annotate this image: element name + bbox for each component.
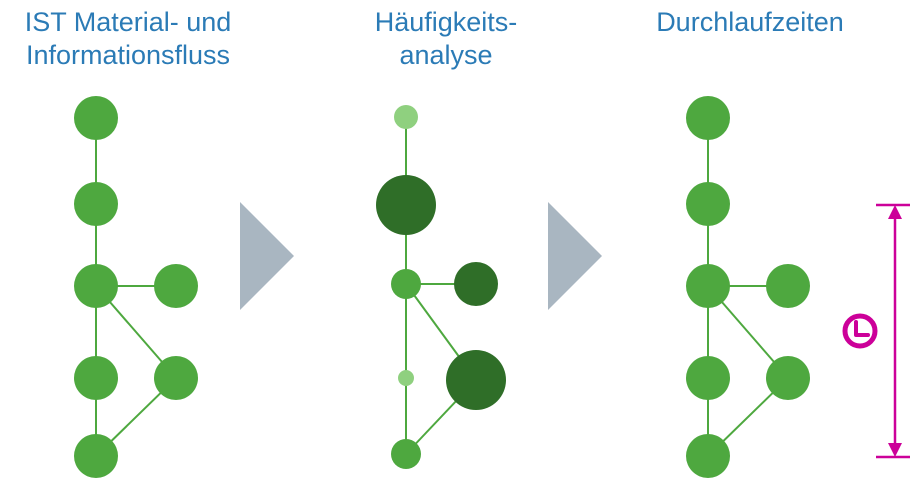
arrowhead-down-icon (888, 443, 902, 457)
process-node (391, 269, 421, 299)
process-node (766, 356, 810, 400)
process-node (154, 264, 198, 308)
process-node (391, 439, 421, 469)
panel-title-lead-times: Durchlaufzeiten (630, 6, 870, 39)
panel-title-lead-times-line1: Durchlaufzeiten (656, 7, 844, 37)
process-node (766, 264, 810, 308)
process-node-high-frequency (376, 175, 436, 235)
process-node-high-frequency (454, 262, 498, 306)
process-node (74, 96, 118, 140)
arrowhead-up-icon (888, 205, 902, 219)
process-node-low-frequency (398, 370, 414, 386)
panel-lead-times-graph (686, 96, 810, 478)
panel-title-frequency-analysis-line1: Häufigkeits- (374, 7, 518, 37)
process-node (686, 96, 730, 140)
process-node (154, 356, 198, 400)
process-node (74, 434, 118, 478)
triangle-arrow-icon (548, 202, 602, 310)
process-node (686, 182, 730, 226)
panel-title-material-flow-line1: IST Material- und (24, 7, 232, 37)
panel-material-flow-graph (74, 96, 198, 478)
panel-title-material-flow-line2: Informationsfluss (25, 40, 231, 70)
process-node-low-frequency (394, 105, 418, 129)
process-node (686, 434, 730, 478)
panel-title-frequency-analysis-line2: analyse (399, 40, 493, 70)
clock-icon (842, 310, 878, 352)
process-node (686, 356, 730, 400)
panel-title-frequency-analysis: Häufigkeits- analyse (346, 6, 546, 72)
process-node-high-frequency (446, 350, 506, 410)
triangle-arrow-icon (240, 202, 294, 310)
process-node (686, 264, 730, 308)
process-node (74, 356, 118, 400)
panel-frequency-analysis-graph (376, 105, 506, 469)
time-dimension-marker (876, 203, 910, 459)
panel-title-material-flow: IST Material- und Informationsfluss (6, 6, 250, 72)
process-node (74, 182, 118, 226)
process-node (74, 264, 118, 308)
